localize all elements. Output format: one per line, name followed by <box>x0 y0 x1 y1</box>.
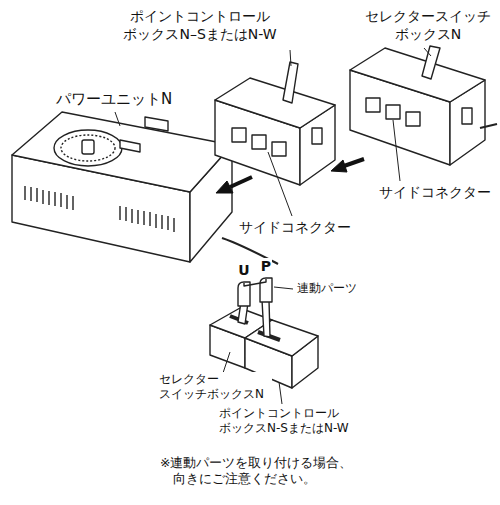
leader-line <box>279 382 282 404</box>
box-top <box>215 78 335 128</box>
power-unit <box>12 112 278 264</box>
connector <box>232 128 246 142</box>
part-label: サイドコネクター <box>378 184 492 202</box>
part-label: 連動パーツ <box>296 281 358 296</box>
dial-knob <box>82 140 94 154</box>
connector <box>462 108 472 124</box>
terminal-letter: P <box>260 258 272 276</box>
leader-line <box>115 112 120 126</box>
dial-scale <box>61 135 115 161</box>
leader-line <box>268 152 292 216</box>
connector <box>252 135 266 149</box>
dial <box>54 130 122 166</box>
connector <box>386 105 400 119</box>
selector-switch-box <box>350 46 497 165</box>
point-top <box>245 320 318 356</box>
connector <box>366 98 380 112</box>
connector <box>272 142 286 156</box>
lever <box>283 62 298 103</box>
arrows <box>216 159 364 193</box>
leader-line <box>274 287 293 289</box>
terminal-letter: U <box>237 262 250 280</box>
note-text: ※連動パーツを取り付ける場合、 向きにご注意ください。 <box>160 455 394 487</box>
unit-top <box>12 112 232 192</box>
indicator <box>145 117 168 131</box>
arrow-head <box>216 181 233 193</box>
leader-line <box>290 50 291 66</box>
part-label: セレクター スイッチボックスN <box>158 372 272 403</box>
arrow-head <box>331 160 347 172</box>
vents <box>25 186 174 232</box>
leader-line <box>393 120 400 181</box>
leader-line <box>424 48 431 56</box>
lever <box>422 46 440 79</box>
arrow-shaft <box>230 177 252 187</box>
part-label: サイドコネクター <box>238 219 352 237</box>
box-top <box>350 48 485 102</box>
wire <box>480 124 497 128</box>
part-label: ポイントコントロール ボックスN-SまたはN-W <box>218 406 365 437</box>
part-label: ポイントコントロール ボックスN–SまたはN-W <box>110 8 290 44</box>
switch <box>120 140 140 152</box>
lever-p <box>262 300 270 337</box>
connector <box>312 128 322 144</box>
part-label: セレクタースイッチ ボックスN <box>360 8 496 44</box>
part-label: パワーユニットN <box>55 90 173 109</box>
arrow-shaft <box>344 159 364 166</box>
point-control-box <box>215 62 335 185</box>
linking-bridge <box>244 279 266 286</box>
connector <box>406 112 420 126</box>
